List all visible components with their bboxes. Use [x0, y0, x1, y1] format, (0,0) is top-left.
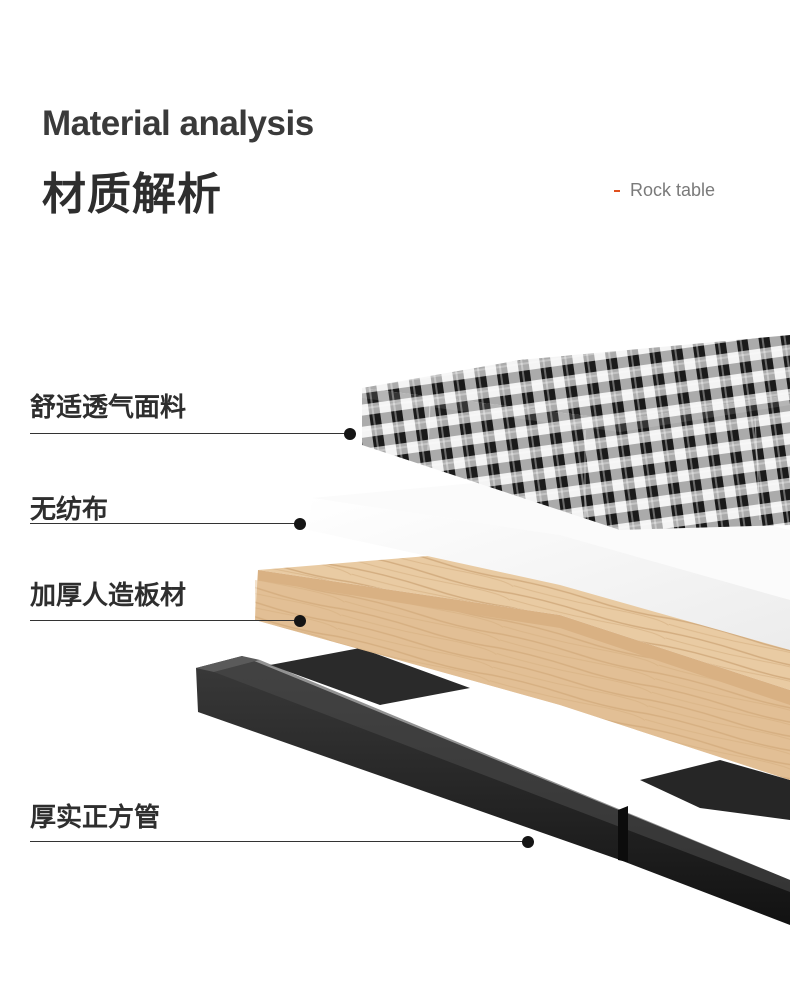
title-chinese: 材质解析: [42, 169, 222, 220]
accent-dash: [614, 189, 620, 192]
leader-dot-tube: [522, 836, 534, 848]
product-tag-label: Rock table: [630, 180, 716, 200]
product-tag: Rock table: [614, 180, 715, 201]
square-tube-frame: [196, 648, 790, 925]
layer-label-nonwoven: 无纺布: [30, 495, 109, 525]
leader-line-board: [30, 620, 300, 621]
layer-label-board: 加厚人造板材: [30, 581, 187, 611]
leader-line-nonwoven: [30, 523, 300, 524]
leader-line-tube: [30, 841, 526, 842]
layer-label-tube: 厚实正方管: [30, 803, 161, 833]
leader-dot-board: [294, 615, 306, 627]
layer-label-fabric: 舒适透气面料: [30, 393, 187, 423]
title-english: Material analysis: [42, 104, 314, 143]
leader-line-fabric: [30, 433, 350, 434]
leader-dot-nonwoven: [294, 518, 306, 530]
leader-dot-fabric: [344, 428, 356, 440]
plaid-fabric-cushion: [362, 335, 790, 530]
